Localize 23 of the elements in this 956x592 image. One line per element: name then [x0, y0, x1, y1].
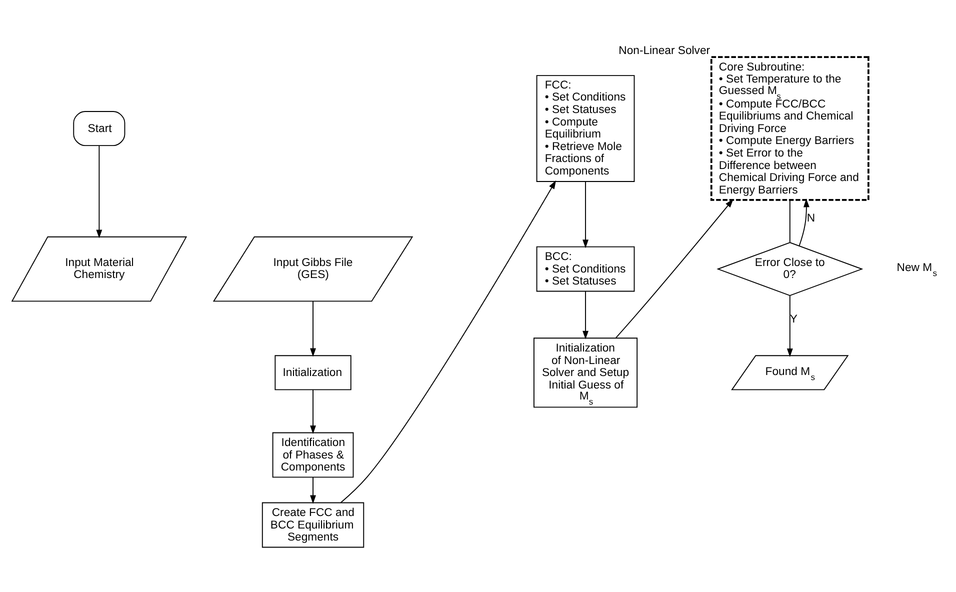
node-label: Non-Linear Solver — [618, 44, 710, 57]
arrow — [340, 180, 556, 504]
edge-label: N — [806, 212, 816, 224]
node-box: Create FCC and BCC Equilibrium Segments — [262, 502, 364, 548]
node-box: Start — [73, 111, 126, 146]
connector — [789, 200, 790, 243]
node-box: FCC: • Set Conditions • Set Statuses • Compute Equilibrium • Retrieve Mole Fractions of Components — [536, 75, 635, 182]
arrow — [582, 181, 588, 248]
node-box: Initialization of Non-Linear Solver and Setup Initial Guess of M$_{s}$ — [533, 338, 638, 408]
label: New M$_{s}$ — [896, 262, 938, 278]
arrow — [96, 145, 102, 238]
arrow — [615, 199, 734, 338]
node-box: BCC: • Set Conditions • Set Statuses — [536, 246, 635, 292]
node-box: Identification of Phases & Components — [272, 432, 354, 478]
node-box: Initialization — [274, 355, 352, 390]
node-box: Core Subroutine: • Set Temperature to the Guessed M$_{s}$ • Compute FCC/BCC Equilibriums and Chemical Driving Force • Compute Energy Barriers • Set Error to the Difference between Chemical Driving Force and Energy Barriers — [710, 56, 870, 201]
arrow — [310, 389, 316, 434]
arrow — [582, 290, 588, 340]
arrow — [786, 295, 793, 357]
arrow — [310, 476, 316, 504]
arrow — [798, 198, 810, 246]
arrow — [310, 300, 316, 357]
node-diamond: Error Close to 0? — [716, 242, 864, 296]
